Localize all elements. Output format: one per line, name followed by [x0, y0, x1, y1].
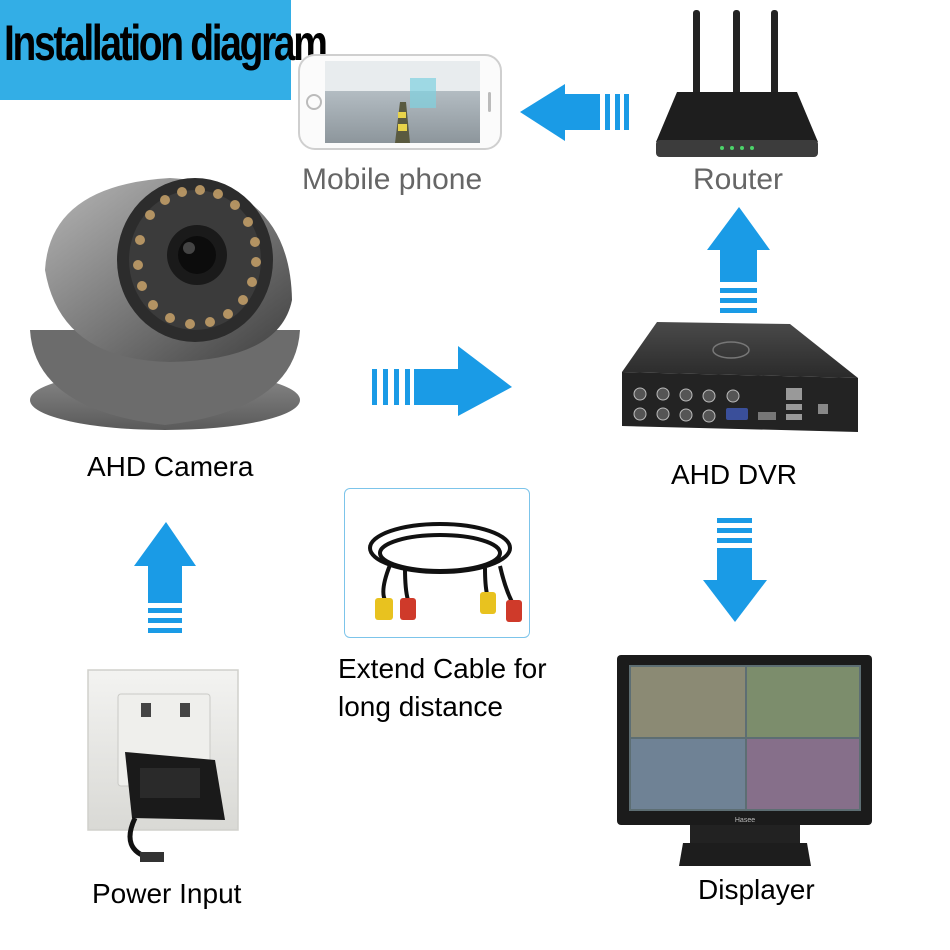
label-router: Router	[693, 163, 784, 196]
mobile-phone-icon	[298, 54, 502, 150]
label-displayer: Displayer	[698, 874, 815, 905]
ahd-dvr-icon	[622, 322, 858, 432]
router-icon	[656, 10, 818, 157]
diagram-title: Installation diagram	[4, 15, 328, 71]
label-extend-cable-line2: long distance	[338, 691, 504, 722]
arrow-power-to-camera	[134, 522, 196, 633]
arrow-router-to-phone	[520, 84, 629, 141]
label-extend-cable: Extend Cable for long distance	[338, 650, 547, 726]
label-ahd-dvr: AHD DVR	[671, 459, 798, 490]
arrow-dvr-to-router	[707, 207, 770, 313]
arrow-dvr-to-displayer	[703, 518, 767, 622]
arrow-camera-to-dvr	[372, 346, 512, 416]
displayer-icon: Hasee	[617, 655, 872, 866]
cable-image-frame	[344, 488, 530, 638]
label-mobile-phone: Mobile phone	[302, 163, 483, 196]
label-extend-cable-line1: Extend Cable for	[338, 653, 547, 684]
power-input-icon	[87, 669, 239, 862]
label-ahd-camera: AHD Camera	[87, 451, 254, 482]
title-banner	[0, 0, 291, 100]
ahd-camera-icon	[30, 178, 300, 430]
label-power-input: Power Input	[92, 878, 242, 909]
monitor-brand-label: Hasee	[735, 817, 755, 824]
